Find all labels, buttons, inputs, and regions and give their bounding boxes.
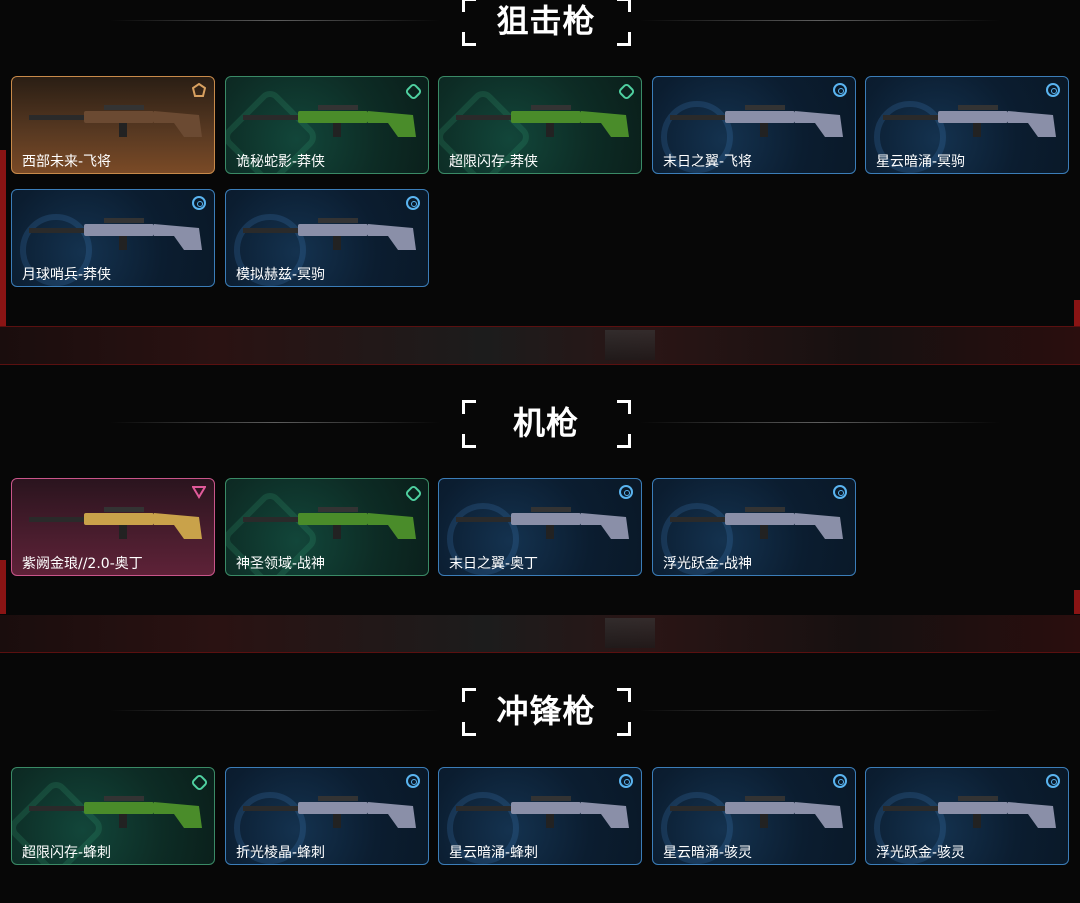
weapon-skin-card[interactable]: 浮光跃金-战神 — [652, 478, 856, 576]
weapon-image — [243, 105, 416, 137]
skin-name-label: 星云暗涌-骇灵 — [663, 845, 753, 861]
circle-icon — [833, 83, 847, 97]
divider-band — [0, 327, 1080, 364]
weapon-skin-card[interactable]: 星云暗涌-冥驹 — [865, 76, 1069, 174]
section-title: 冲锋枪 — [496, 692, 596, 730]
weapon-skin-card[interactable]: 末日之翼-飞将 — [652, 76, 856, 174]
pentagon-icon — [192, 83, 206, 97]
right-edge-accent — [1074, 590, 1080, 614]
weapon-skin-card[interactable]: 末日之翼-奥丁 — [438, 478, 642, 576]
skin-name-label: 超限闪存-蜂刺 — [22, 845, 112, 861]
triangle-icon — [192, 486, 206, 499]
skin-name-label: 星云暗涌-蜂刺 — [449, 845, 539, 861]
skin-name-label: 星云暗涌-冥驹 — [876, 154, 966, 170]
weapon-skin-card[interactable]: 超限闪存-莽侠 — [438, 76, 642, 174]
weapon-image — [29, 507, 202, 539]
weapon-image — [243, 507, 416, 539]
skin-name-label: 紫阙金琅//2.0-奥丁 — [22, 556, 143, 572]
weapon-image — [456, 507, 629, 539]
skin-name-label: 超限闪存-莽侠 — [449, 154, 539, 170]
weapon-skin-card[interactable]: 星云暗涌-骇灵 — [652, 767, 856, 865]
weapon-image — [670, 507, 843, 539]
skin-name-label: 神圣领域-战神 — [236, 556, 326, 572]
divider-band — [0, 615, 1080, 652]
right-edge-accent — [1074, 300, 1080, 326]
skin-name-label: 末日之翼-奥丁 — [449, 556, 539, 572]
section-title: 狙击枪 — [496, 2, 596, 40]
weapon-skin-card[interactable]: 紫阙金琅//2.0-奥丁 — [11, 478, 215, 576]
left-edge-accent — [0, 560, 6, 614]
weapon-image — [456, 105, 629, 137]
weapon-image — [670, 796, 843, 828]
skin-name-label: 月球哨兵-莽侠 — [22, 267, 112, 283]
weapon-skin-card[interactable]: 神圣领域-战神 — [225, 478, 429, 576]
weapon-skin-card[interactable]: 超限闪存-蜂刺 — [11, 767, 215, 865]
section-heading: 机枪 — [0, 398, 1080, 448]
skin-name-label: 浮光跃金-骇灵 — [876, 845, 966, 861]
weapon-image — [243, 218, 416, 250]
weapon-image — [243, 796, 416, 828]
circle-icon — [406, 774, 420, 788]
circle-icon — [833, 774, 847, 788]
skin-name-label: 浮光跃金-战神 — [663, 556, 753, 572]
weapon-image — [670, 105, 843, 137]
circle-icon — [1046, 774, 1060, 788]
skin-name-label: 模拟赫兹-冥驹 — [236, 267, 326, 283]
circle-icon — [1046, 83, 1060, 97]
left-edge-accent — [0, 150, 6, 326]
section-heading: 狙击枪 — [0, 0, 1080, 46]
circle-icon — [833, 485, 847, 499]
weapon-image — [883, 105, 1056, 137]
weapon-image — [883, 796, 1056, 828]
weapon-skin-card[interactable]: 月球哨兵-莽侠 — [11, 189, 215, 287]
weapon-image — [456, 796, 629, 828]
skin-name-label: 末日之翼-飞将 — [663, 154, 753, 170]
circle-icon — [619, 485, 633, 499]
weapon-image — [29, 796, 202, 828]
skin-name-label: 西部未来-飞将 — [22, 154, 112, 170]
circle-icon — [406, 196, 420, 210]
weapon-image — [29, 218, 202, 250]
weapon-image — [29, 105, 202, 137]
section-title: 机枪 — [512, 404, 579, 442]
weapon-skin-card[interactable]: 诡秘蛇影-莽侠 — [225, 76, 429, 174]
weapon-skin-card[interactable]: 模拟赫兹-冥驹 — [225, 189, 429, 287]
circle-icon — [192, 196, 206, 210]
weapon-skin-card[interactable]: 西部未来-飞将 — [11, 76, 215, 174]
weapon-skin-card[interactable]: 浮光跃金-骇灵 — [865, 767, 1069, 865]
skin-name-label: 折光棱晶-蜂刺 — [236, 845, 326, 861]
circle-icon — [619, 774, 633, 788]
skin-name-label: 诡秘蛇影-莽侠 — [236, 154, 326, 170]
section-heading: 冲锋枪 — [0, 686, 1080, 736]
weapon-skin-card[interactable]: 折光棱晶-蜂刺 — [225, 767, 429, 865]
weapon-skin-card[interactable]: 星云暗涌-蜂刺 — [438, 767, 642, 865]
